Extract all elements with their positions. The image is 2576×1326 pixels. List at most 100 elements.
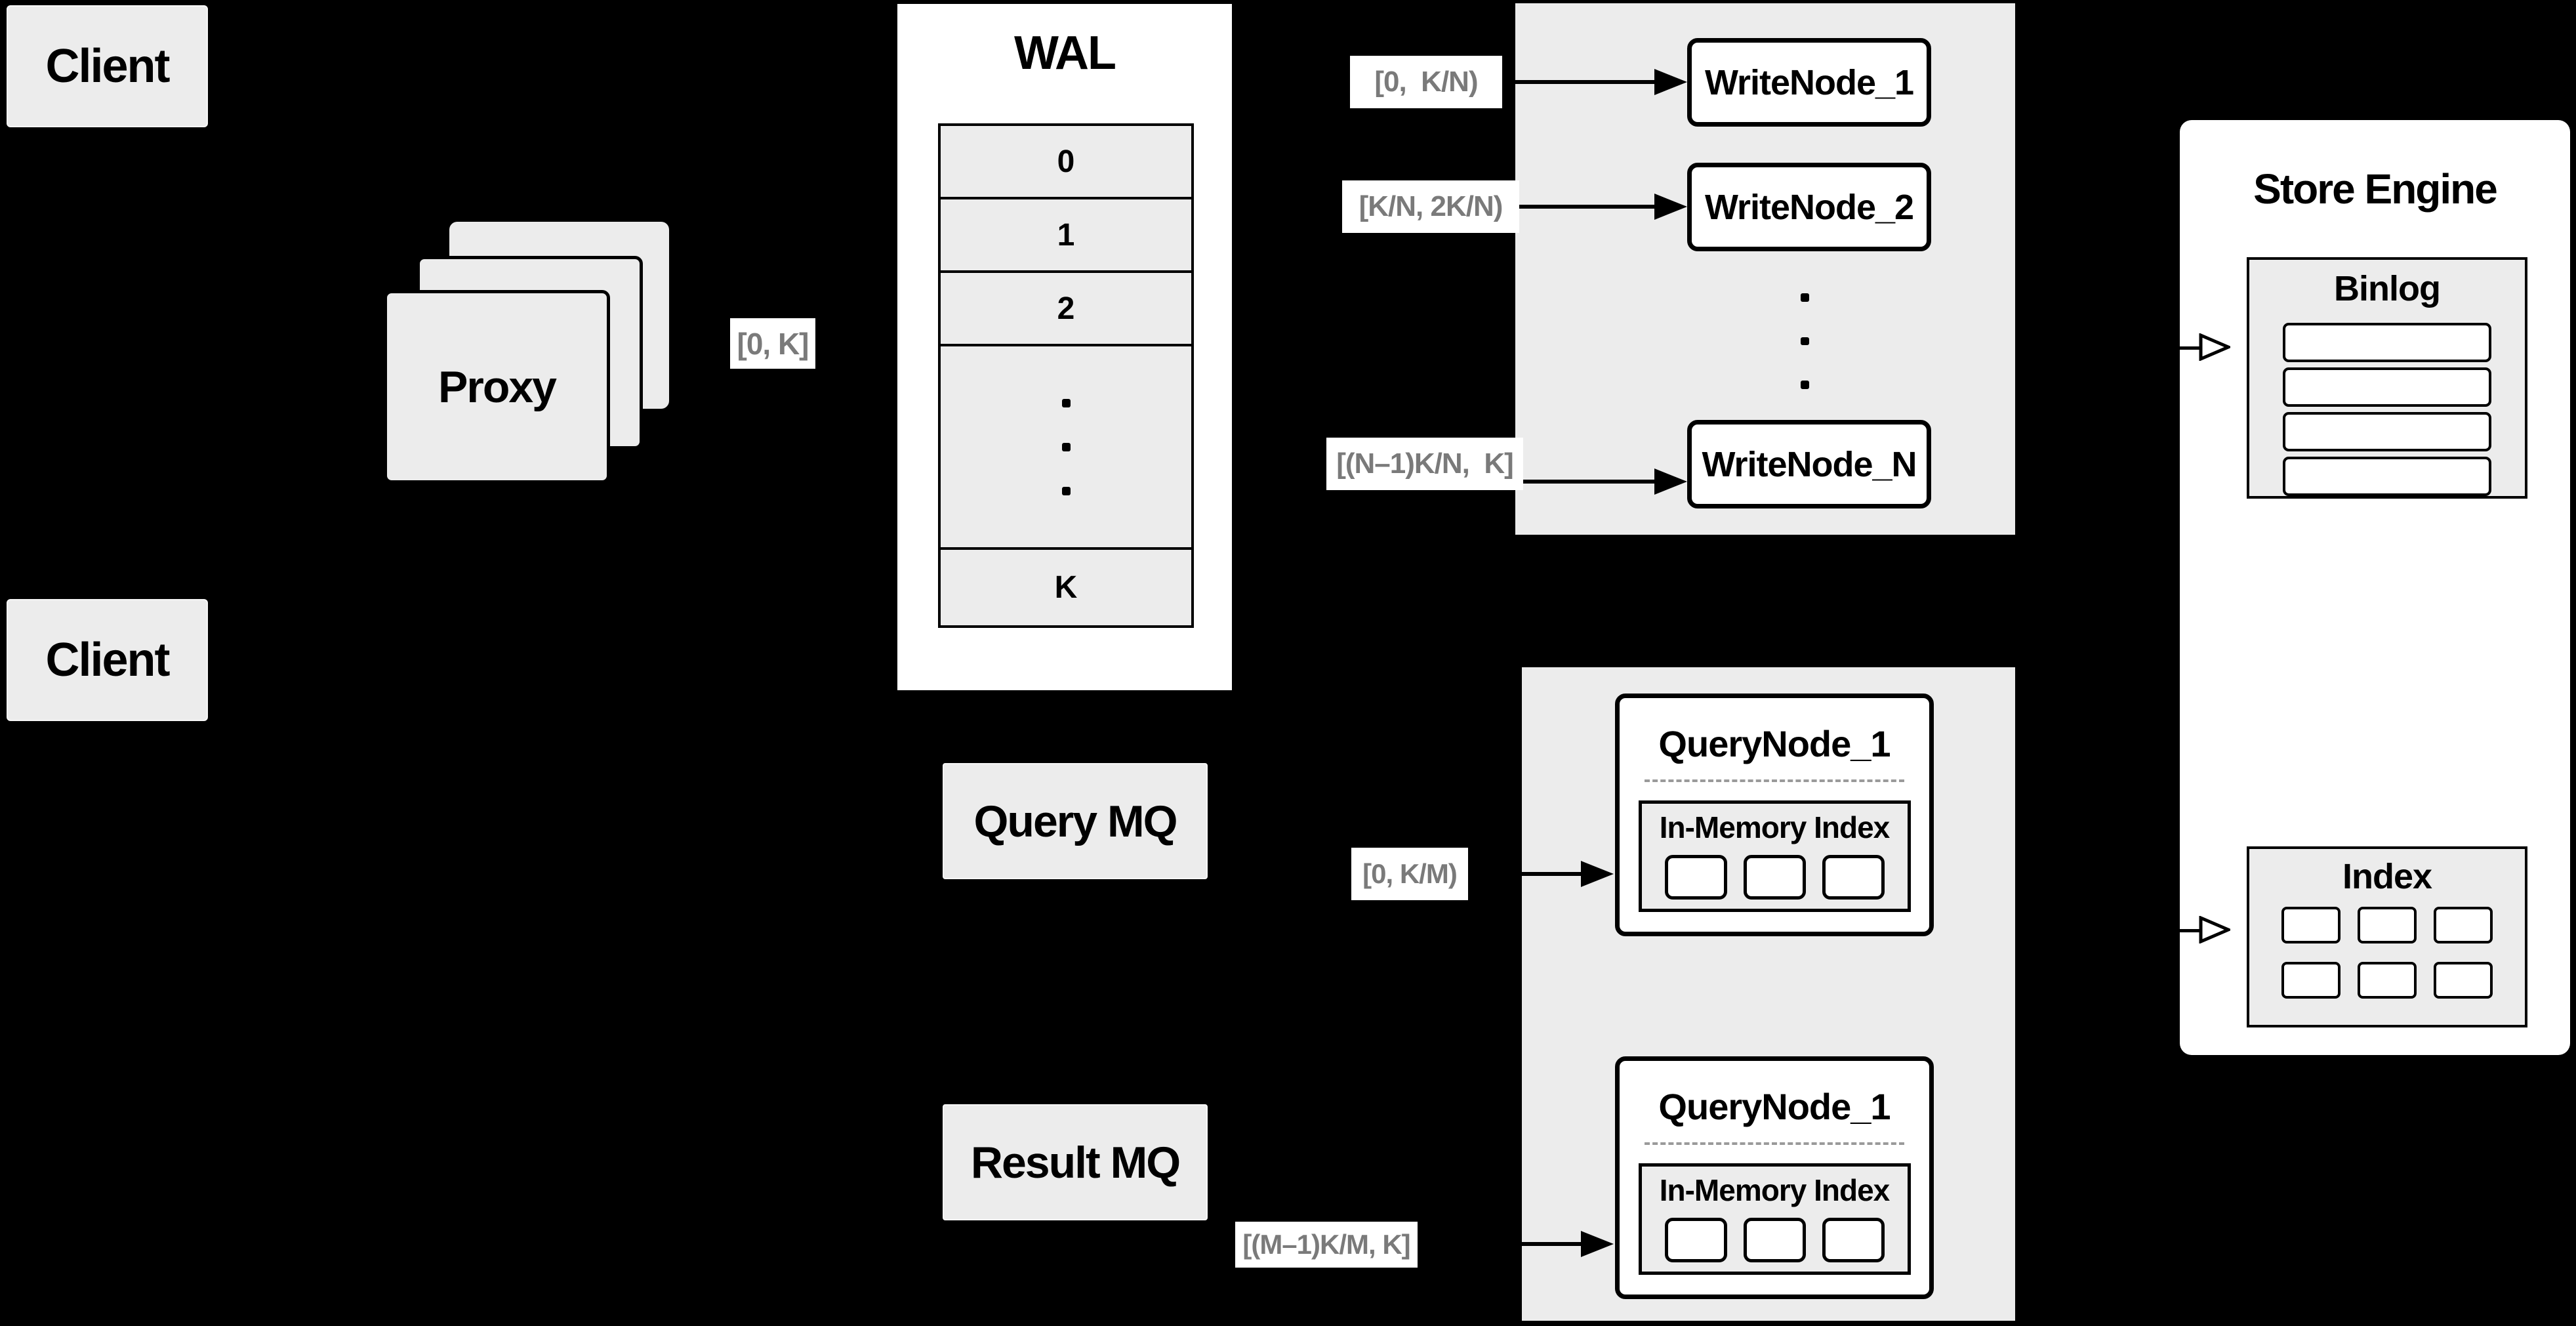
client-bottom-label: Client <box>45 634 170 686</box>
writenode-n-box: WriteNode_N <box>1687 420 1931 508</box>
memory-segment-box <box>1664 1218 1727 1262</box>
querynode-2-box: QueryNode_1 In-Memory Index <box>1615 1056 1934 1299</box>
range-label-writenode-2-text: [K/N, 2K/N) <box>1359 190 1503 222</box>
range-label-writenode-n-text: [(N–1)K/N, K] <box>1336 447 1514 480</box>
querynode-2-memory-title: In-Memory Index <box>1642 1167 1908 1214</box>
arrow-binlog-open-head <box>2199 333 2230 361</box>
querynode-2-segments <box>1642 1218 1908 1262</box>
wal-title-text: WAL <box>1014 27 1116 79</box>
wal-row-ellipsis <box>941 344 1191 547</box>
arrow-writenode-n-head <box>1654 468 1687 495</box>
ellipsis-dot <box>1800 381 1809 390</box>
range-label-writenode-1-text: [0, K/N) <box>1374 66 1478 98</box>
binlog-row <box>2283 412 2491 451</box>
wal-row-k-label: K <box>1054 570 1078 605</box>
index-cell <box>2434 962 2493 999</box>
store-engine-title-text: Store Engine <box>2253 165 2498 213</box>
binlog-panel: Binlog <box>2247 257 2527 499</box>
client-bottom-node: Client <box>7 599 208 721</box>
wal-table: 0 1 2 K <box>938 123 1194 628</box>
ellipsis-dot <box>1061 442 1071 451</box>
ellipsis-dot <box>1061 398 1071 407</box>
binlog-title: Binlog <box>2249 260 2525 318</box>
arrow-writenode-1-head <box>1654 69 1687 95</box>
store-engine-title: Store Engine <box>2180 140 2570 238</box>
result-mq-node: Result MQ <box>943 1104 1208 1220</box>
client-top-label: Client <box>45 40 170 93</box>
range-label-querynode-1: [0, K/M) <box>1351 848 1468 900</box>
arrow-querynode-1-head <box>1581 861 1614 887</box>
querynode-2-title-text: QueryNode_1 <box>1658 1085 1891 1127</box>
range-label-querynode-2-text: [(M–1)K/M, K] <box>1242 1229 1410 1260</box>
index-cell <box>2434 907 2493 943</box>
index-panel: Index <box>2247 846 2527 1027</box>
ellipsis-dot <box>1061 486 1071 495</box>
arrow-index-open-head <box>2199 916 2230 943</box>
ellipsis-dot <box>1800 293 1809 302</box>
binlog-rows <box>2249 323 2525 496</box>
querynode-1-separator <box>1645 779 1904 782</box>
memory-segment-box <box>1743 1218 1806 1262</box>
arrow-writenode-n-shaft <box>1523 480 1654 484</box>
arrow-querynode-2-head <box>1581 1231 1614 1257</box>
range-label-writenode-2: [K/N, 2K/N) <box>1342 180 1519 233</box>
range-label-writenode-n: [(N–1)K/N, K] <box>1326 438 1523 490</box>
index-cell <box>2358 907 2417 943</box>
range-label-querynode-1-text: [0, K/M) <box>1362 858 1458 889</box>
wal-row-0-label: 0 <box>1057 144 1075 179</box>
index-cells-row-2 <box>2249 962 2525 999</box>
wal-panel: WAL 0 1 2 K <box>897 4 1232 690</box>
writenode-2-box: WriteNode_2 <box>1687 163 1931 251</box>
querynode-1-memory-title-text: In-Memory Index <box>1659 810 1891 844</box>
range-label-querynode-2: [(M–1)K/M, K] <box>1235 1222 1418 1268</box>
index-cells-row-1 <box>2249 907 2525 943</box>
arrow-writenode-2-shaft <box>1519 205 1654 209</box>
proxy-node: Proxy <box>384 290 610 484</box>
query-mq-node: Query MQ <box>943 763 1208 879</box>
wal-row-2-label: 2 <box>1057 291 1075 326</box>
index-title: Index <box>2249 849 2525 904</box>
memory-segment-box <box>1743 855 1806 900</box>
writenode-1-label: WriteNode_1 <box>1704 62 1914 102</box>
wal-row-2: 2 <box>941 270 1191 344</box>
memory-segment-box <box>1822 1218 1885 1262</box>
result-mq-label: Result MQ <box>970 1137 1181 1188</box>
binlog-row <box>2283 457 2491 496</box>
index-cell <box>2281 962 2341 999</box>
querynode-2-separator <box>1645 1142 1904 1145</box>
wal-row-1-label: 1 <box>1057 217 1075 253</box>
arrow-querynode-1-shaft <box>1468 872 1581 876</box>
writenodes-ellipsis <box>1796 276 1813 407</box>
arrow-querynode-2-shaft <box>1418 1242 1581 1246</box>
memory-segment-box <box>1664 855 1727 900</box>
arrow-index-shaft <box>2125 929 2201 932</box>
range-label-proxy-wal: [0, K] <box>730 318 815 369</box>
memory-segment-box <box>1822 855 1885 900</box>
querynode-1-title-text: QueryNode_1 <box>1658 722 1891 764</box>
writenode-2-label: WriteNode_2 <box>1704 187 1914 227</box>
wal-row-0: 0 <box>941 126 1191 197</box>
index-title-text: Index <box>2342 857 2432 896</box>
wal-title: WAL <box>897 4 1232 102</box>
arrow-writenode-1-shaft <box>1502 80 1654 84</box>
querynode-1-box: QueryNode_1 In-Memory Index <box>1615 694 1934 936</box>
querynode-1-memory-title: In-Memory Index <box>1642 804 1908 851</box>
binlog-title-text: Binlog <box>2334 269 2441 308</box>
ellipsis-dot <box>1800 337 1809 346</box>
client-top-node: Client <box>7 5 208 127</box>
querynode-1-title: QueryNode_1 <box>1620 707 1929 779</box>
wal-row-1: 1 <box>941 197 1191 270</box>
querynode-2-memory-panel: In-Memory Index <box>1638 1163 1911 1275</box>
querynodes-ellipsis <box>1766 942 1783 1046</box>
binlog-row <box>2283 323 2491 362</box>
querynode-2-title: QueryNode_1 <box>1620 1070 1929 1142</box>
querynode-1-segments <box>1642 855 1908 900</box>
writenode-n-label: WriteNode_N <box>1702 444 1917 484</box>
querynode-1-memory-panel: In-Memory Index <box>1638 800 1911 912</box>
proxy-label: Proxy <box>438 362 557 412</box>
index-cell <box>2281 907 2341 943</box>
query-mq-label: Query MQ <box>973 796 1178 846</box>
index-cell <box>2358 962 2417 999</box>
range-label-proxy-wal-text: [0, K] <box>737 326 809 361</box>
